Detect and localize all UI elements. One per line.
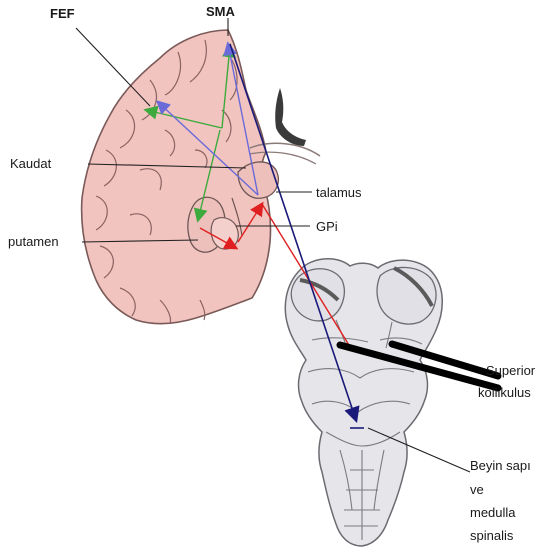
label-brainstem-line3: medulla [470,505,516,520]
leader-fef [76,28,150,106]
cerebral-hemisphere [82,30,320,324]
label-brainstem-line1: Beyin sapı [470,458,531,473]
label-talamus: talamus [316,185,362,200]
label-sma: SMA [206,4,236,19]
text-labels: FEF SMA Kaudat talamus GPi putamen Super… [8,4,536,543]
globus-pallidus-shape [211,218,238,249]
label-fef: FEF [50,6,75,21]
label-superior-line2: kollikulus [478,385,531,400]
label-brainstem-line2: ve [470,482,484,497]
label-gpi: GPi [316,219,338,234]
ventricle-structure [250,88,320,164]
brainstem [285,259,442,546]
label-kaudat: Kaudat [10,156,52,171]
label-brainstem-line4: spinalis [470,528,514,543]
label-superior-line1: Superior [486,363,536,378]
label-putamen: putamen [8,234,59,249]
